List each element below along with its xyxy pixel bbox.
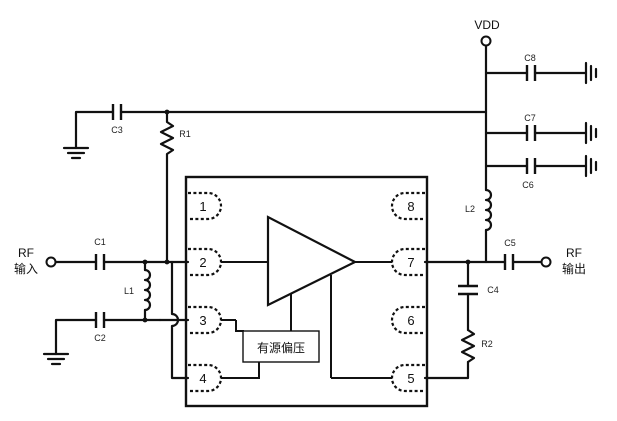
pin-number-2: 2 <box>199 255 206 270</box>
pin-pads-right <box>390 191 425 393</box>
label-c2: C2 <box>94 333 106 343</box>
label-c8: C8 <box>524 53 536 63</box>
label-l2: L2 <box>465 204 475 214</box>
label-c3: C3 <box>111 125 123 135</box>
label-c5: C5 <box>504 238 516 248</box>
chip-package <box>184 175 429 408</box>
pin-number-8: 8 <box>407 199 414 214</box>
pin-number-1: 1 <box>199 199 206 214</box>
pin-pads-left <box>188 191 223 393</box>
rf-out-terminal <box>540 256 552 268</box>
label-r1: R1 <box>179 129 191 139</box>
vdd-terminal <box>480 35 492 47</box>
vdd-label: VDD <box>474 18 500 32</box>
bias-block-label: 有源偏压 <box>257 340 305 355</box>
internal-wiring <box>221 261 392 379</box>
label-c1: C1 <box>94 237 106 247</box>
resistor-r2 <box>460 328 476 364</box>
ground-symbol-c3 <box>62 146 90 160</box>
pin-number-7: 7 <box>407 255 414 270</box>
label-c4: C4 <box>487 285 499 295</box>
pin4-feed-wire <box>170 260 190 380</box>
label-c7: C7 <box>524 113 536 123</box>
label-r2: R2 <box>481 339 493 349</box>
pin-number-3: 3 <box>199 313 206 328</box>
bias-block <box>242 330 320 363</box>
pin-number-4: 4 <box>199 371 206 386</box>
pin-number-5: 5 <box>407 371 414 386</box>
ground-symbol-c6 <box>584 154 598 178</box>
ground-symbol-c8 <box>584 61 598 85</box>
pin2-junction <box>164 259 170 265</box>
rf-out-label: RF <box>566 246 582 260</box>
resistor-r1 <box>159 110 175 264</box>
inductor-l2 <box>484 188 493 264</box>
rf-in-sublabel: 输入 <box>14 261 38 276</box>
rf-in-terminal <box>45 256 57 268</box>
l1-bottom-junction <box>142 317 148 323</box>
pin-number-6: 6 <box>407 313 414 328</box>
ground-symbol-c7 <box>584 121 598 145</box>
rf-out-sublabel: 输出 <box>562 261 586 276</box>
label-c6: C6 <box>522 180 534 190</box>
rf-in-label: RF <box>18 246 34 260</box>
ground-symbol-c2 <box>42 352 70 366</box>
inductor-l1 <box>143 268 152 312</box>
label-l1: L1 <box>124 286 134 296</box>
r1-junction <box>164 109 170 115</box>
amplifier-triangle <box>266 215 358 307</box>
